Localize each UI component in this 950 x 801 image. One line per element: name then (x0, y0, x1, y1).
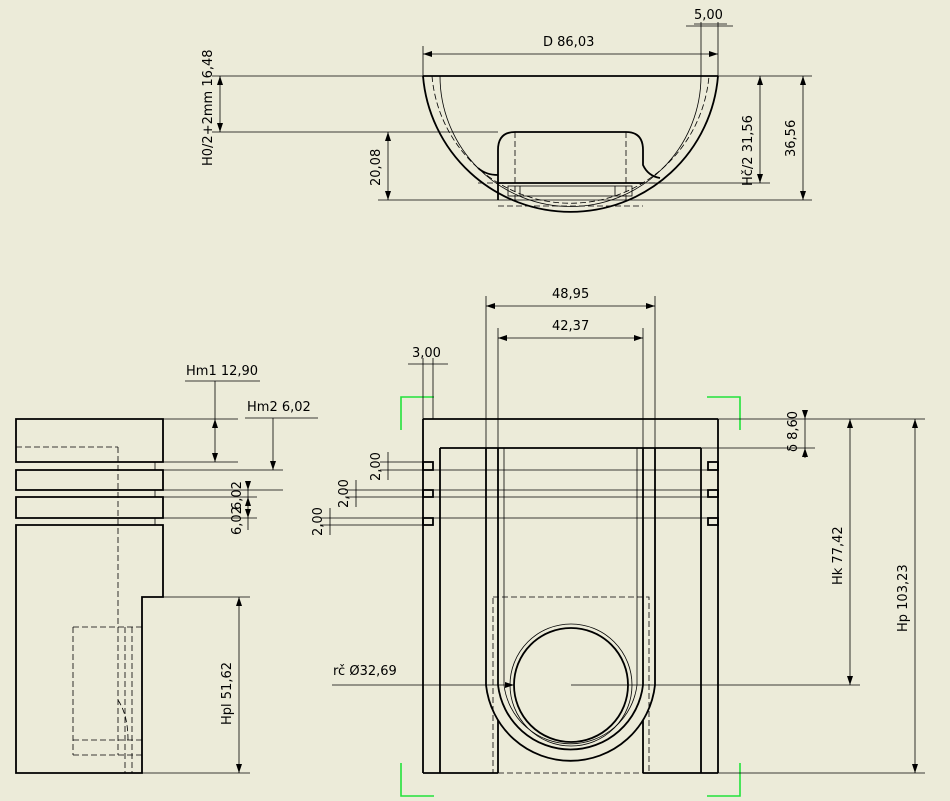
dim-ring-land-2: Hm2 6,02 (247, 400, 311, 415)
dim-inner-span: 42,37 (552, 319, 589, 334)
dim-boss-height: 20,08 (369, 149, 384, 186)
dim-crown-thickness: δ 8,60 (786, 411, 801, 452)
dim-total-height-top: 36,56 (784, 120, 799, 157)
side-view: Hm1 12,90 Hm2 6,02 6,02 6,02 Hpl 51,62 (15, 364, 318, 774)
dim-half-pin-height: Hč/2 31,56 (741, 115, 756, 186)
dim-height-to-pin: H0/2+2mm 16,48 (201, 49, 216, 166)
dim-total-height-front: Hp 103,23 (896, 564, 911, 632)
dim-wall-thickness: 3,00 (412, 346, 441, 361)
dim-outer-span: 48,95 (552, 287, 589, 302)
dim-groove-3: 2,00 (311, 507, 326, 536)
dim-ring-land-3: 6,02 (230, 481, 245, 510)
top-view: 5,00 D 86,03 H0/2+2mm 16,48 20,08 Hč/2 3… (201, 8, 812, 213)
dim-ring-land-1: Hm1 12,90 (186, 364, 258, 379)
dim-diameter: D 86,03 (543, 35, 594, 50)
dim-pin-diameter: rč Ø32,69 (333, 664, 397, 679)
dim-rib-width: 5,00 (694, 8, 723, 23)
dim-compression-height: Hk 77,42 (831, 526, 846, 585)
dim-groove-2: 2,00 (337, 479, 352, 508)
dim-groove-1: 2,00 (369, 452, 384, 481)
front-view: 48,95 42,37 3,00 2,00 2,00 2,00 δ 8,60 (311, 287, 925, 797)
dim-skirt-height: Hpl 51,62 (220, 662, 235, 725)
dim-ring-land-4: 6,02 (230, 506, 245, 535)
